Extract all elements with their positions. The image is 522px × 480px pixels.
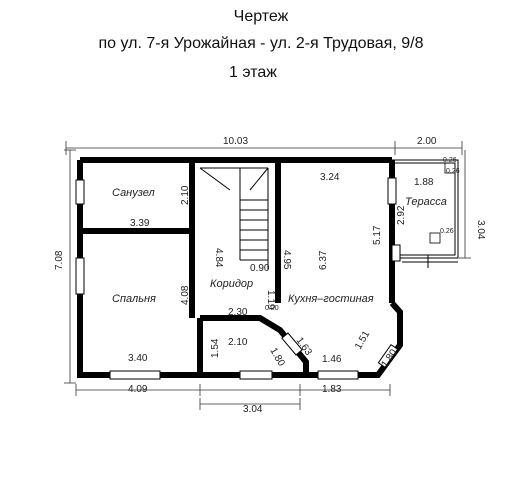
dim-k-bottom: 1.46	[322, 354, 342, 365]
dim-k-diag: 1.51	[353, 329, 372, 352]
dim-stair-h: 4.84	[213, 248, 224, 268]
dim-bot-total: 3.04	[243, 404, 263, 415]
room-terrace: Терасса	[405, 196, 447, 208]
dim-t-small1: 0.26	[443, 157, 457, 164]
dim-bot-mid: 1.83	[322, 384, 342, 395]
dim-bath-w: 3.39	[130, 218, 150, 229]
dim-corr-w: 2.30	[228, 307, 248, 318]
dimension-lines	[64, 141, 471, 410]
dim-top-terrace: 2.00	[417, 136, 437, 147]
windows	[75, 177, 401, 380]
title-line-2: по ул. 7-я Урожайная - ул. 2-я Трудовая,…	[98, 35, 424, 52]
dim-kitchen-h2: 6.37	[318, 250, 329, 270]
room-corridor: Коридор	[210, 278, 253, 290]
dim-kitchen-top: 3.24	[320, 172, 340, 183]
dim-left-total: 7.08	[54, 250, 65, 270]
dim-bath-h: 2.10	[180, 185, 191, 205]
room-bathroom: Санузел	[112, 187, 155, 199]
dim-bay-h: 1.54	[210, 338, 221, 358]
staircase	[199, 167, 269, 270]
dim-bay-w: 2.10	[228, 337, 248, 348]
dim-corr-small: 0.20	[265, 305, 279, 312]
dim-terrace-w: 1.88	[414, 177, 434, 188]
dim-top-total: 10.03	[223, 136, 248, 147]
dim-stair-w: 0.90	[250, 263, 270, 274]
dim-terrace-h: 2.92	[396, 205, 407, 225]
room-labels: Санузел Спальня Коридор Кухня–гостиная Т…	[112, 187, 447, 305]
dim-kitchen-h: 4.95	[281, 250, 292, 270]
dim-bed-w: 3.40	[128, 353, 148, 364]
dim-right-terrace: 3.04	[475, 220, 486, 240]
title-line-1: Чертеж	[233, 8, 289, 25]
dim-bay-diag1: 1.80	[267, 346, 286, 369]
dim-t-small3: 0.26	[440, 228, 454, 235]
dim-t-small2: 0.26	[446, 168, 460, 175]
room-bedroom: Спальня	[112, 293, 156, 305]
room-kitchen: Кухня–гостиная	[288, 293, 374, 305]
terrace-step	[402, 162, 458, 268]
title-line-3: 1 этаж	[229, 64, 277, 81]
dim-bed-h: 4.08	[180, 285, 191, 305]
dim-kitchen-right: 5.17	[372, 225, 383, 245]
dim-bot-left: 4.09	[128, 384, 148, 395]
dim-corr-h: 1.19	[265, 290, 276, 310]
